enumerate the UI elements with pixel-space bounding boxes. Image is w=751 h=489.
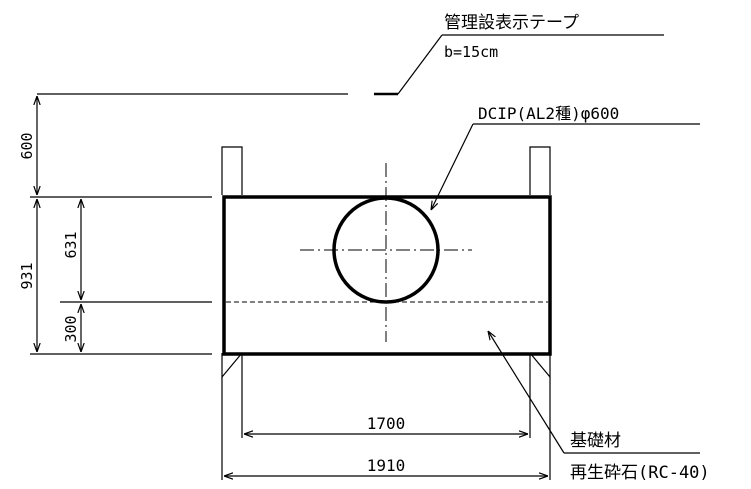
base-material-label: 基礎材 [570,431,621,451]
marker-tape-width-label: b=15cm [444,43,498,61]
pipe-leader [431,123,700,210]
right-sheet-pile [529,146,551,480]
dimension-total-height: 931 [18,199,37,352]
svg-text:631: 631 [62,231,80,258]
foundation-outline [222,195,552,356]
base-material-spec: 再生砕石(RC-40) [570,463,710,483]
svg-text:1910: 1910 [367,456,406,475]
marker-tape-label: 管理設表示テープ [444,13,579,33]
marker-tape-leader [397,34,664,95]
dimension-extension-lines [30,196,212,355]
dimension-inner-width: 1700 [244,414,528,434]
svg-text:600: 600 [18,132,36,159]
dimension-lower-height: 300 [62,304,81,352]
pipe-label: DCIP(AL2種)φ600 [478,104,619,123]
base-material-leader [488,331,700,454]
svg-text:931: 931 [18,262,36,289]
svg-text:300: 300 [62,315,80,342]
dimension-upper-height: 631 [62,199,81,300]
left-sheet-pile [221,146,243,480]
dimension-cover-depth: 600 [18,96,37,195]
dimension-outer-width: 1910 [224,456,548,476]
svg-text:1700: 1700 [367,414,406,433]
